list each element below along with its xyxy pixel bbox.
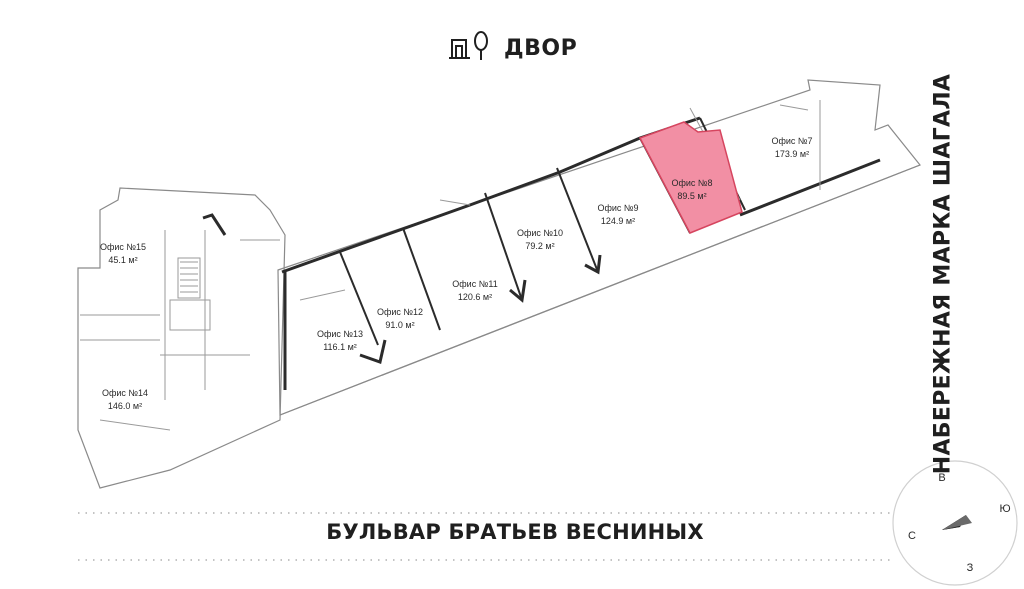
building-outline [77, 79, 921, 489]
office-label-15[interactable]: Офис №15 45.1 м² [100, 242, 146, 265]
office-area: 116.1 м² [323, 342, 357, 352]
left-wing-interior [80, 230, 280, 431]
office-label-13[interactable]: Офис №13 116.1 м² [317, 329, 363, 352]
office-label-9[interactable]: Офис №9 124.9 м² [597, 203, 638, 226]
office-name: Офис №13 [317, 329, 363, 339]
office-label-10[interactable]: Офис №10 79.2 м² [517, 228, 563, 251]
compass-icon: В Ю С З [892, 460, 1018, 586]
compass-south: З [967, 562, 974, 574]
office-label-14[interactable]: Офис №14 146.0 м² [102, 388, 148, 411]
office-area: 173.9 м² [775, 149, 809, 159]
office-name: Офис №7 [771, 136, 812, 146]
compass-east: Ю [999, 503, 1010, 515]
office-area: 79.2 м² [525, 241, 554, 251]
office-label-8[interactable]: Офис №8 89.5 м² [671, 178, 712, 201]
yard-text: ДВОР [504, 35, 578, 61]
office-name: Офис №10 [517, 228, 563, 238]
yard-label: ДВОР [448, 30, 577, 66]
office-label-11[interactable]: Офис №11 120.6 м² [452, 279, 497, 302]
office-area: 45.1 м² [108, 255, 137, 265]
compass-west: С [908, 530, 916, 542]
embankment-label: НАБЕРЕЖНАЯ МАРКА ШАГАЛА [930, 73, 956, 475]
right-wing-interior [299, 100, 821, 301]
boulevard-label: БУЛЬВАР БРАТЬЕВ ВЕСНИНЫХ [326, 520, 704, 544]
office-label-7[interactable]: Офис №7 173.9 м² [771, 136, 812, 159]
office-name: Офис №15 [100, 242, 146, 252]
office-name: Офис №11 [452, 279, 497, 289]
office-area: 89.5 м² [677, 191, 706, 201]
office-label-12[interactable]: Офис №12 91.0 м² [377, 307, 423, 330]
office-name: Офис №12 [377, 307, 423, 317]
office-name: Офис №8 [671, 178, 712, 188]
office-name: Офис №9 [597, 203, 638, 213]
office-area: 120.6 м² [458, 292, 492, 302]
compass-north: В [938, 472, 945, 484]
office-area: 124.9 м² [601, 216, 635, 226]
office-name: Офис №14 [102, 388, 148, 398]
playground-tree-icon [448, 30, 494, 67]
office-area: 146.0 м² [108, 401, 142, 411]
office-area: 91.0 м² [385, 320, 414, 330]
office-8-area[interactable] [638, 121, 743, 234]
